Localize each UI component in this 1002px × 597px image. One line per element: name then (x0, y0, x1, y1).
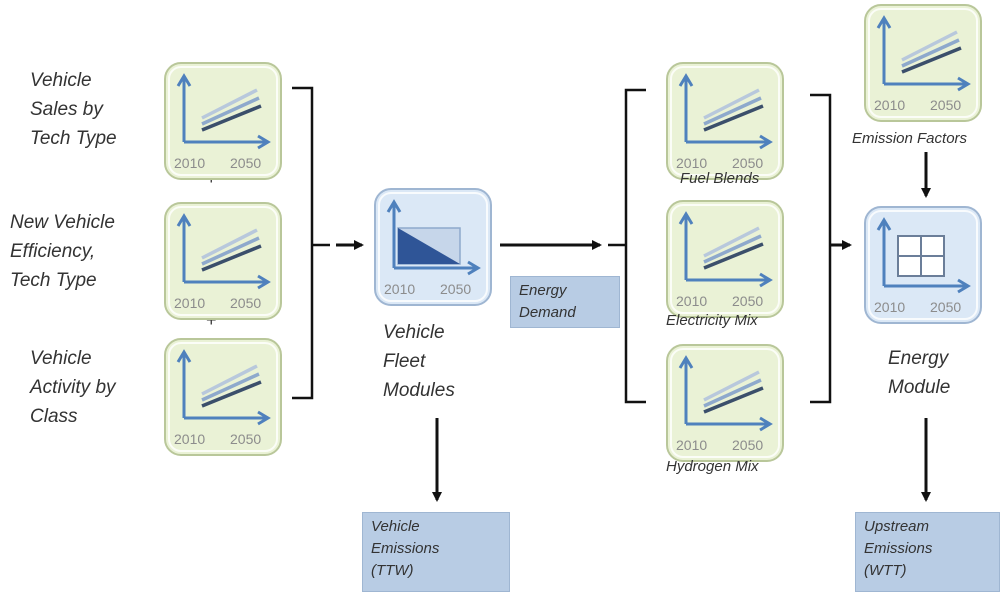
emission-factors-label: Emission Factors (852, 130, 968, 147)
line-chart-icon: 2010 2050 (164, 202, 282, 320)
text-line: (WTT) (864, 562, 907, 579)
year-end: 2050 (930, 299, 961, 315)
year-start: 2010 (676, 293, 707, 309)
chart-tile-electricity: 2010 2050 (664, 198, 786, 320)
year-start: 2010 (874, 97, 905, 113)
energy-module-label: Energy Module (888, 344, 950, 402)
year-start: 2010 (174, 431, 205, 447)
chart-tile-activity: 2010 2050 (162, 336, 284, 458)
fleet-module-tile: 2010 2050 (372, 186, 494, 308)
year-start: 2010 (174, 155, 205, 171)
line-chart-icon: 2010 2050 (864, 4, 982, 122)
text-line: Activity by (30, 377, 116, 398)
year-start: 2010 (676, 437, 707, 453)
text-line: Energy (519, 282, 567, 299)
chart-tile-fuel-blends: 2010 2050 (664, 60, 786, 182)
year-start: 2010 (384, 281, 415, 297)
text-line: Tech Type (10, 270, 97, 291)
text-line: Vehicle (383, 322, 445, 343)
year-end: 2050 (440, 281, 471, 297)
energy-demand-box: Energy Demand (510, 276, 620, 328)
text-line: Energy (888, 348, 949, 369)
line-chart-icon: 2010 2050 (666, 200, 784, 318)
text-line: Class (30, 406, 78, 427)
upstream-emissions-box: Upstream Emissions (WTT) (855, 512, 1000, 592)
input-label-efficiency: New Vehicle Efficiency, Tech Type (10, 208, 115, 295)
vehicle-emissions-box: Vehicle Emissions (TTW) (362, 512, 510, 592)
fuels-right-bracket (810, 93, 832, 404)
energy-module-tile: 2010 2050 (862, 204, 984, 326)
text-line: Tech Type (30, 128, 117, 149)
electricity-mix-label: Electricity Mix (666, 312, 758, 329)
line-chart-icon: 2010 2050 (666, 62, 784, 180)
text-line: (TTW) (371, 562, 414, 579)
line-chart-icon: 2010 2050 (666, 344, 784, 462)
line-chart-icon: 2010 2050 (164, 338, 282, 456)
text-line: Demand (519, 304, 576, 321)
fuels-left-bracket (624, 88, 646, 404)
chart-tile-hydrogen: 2010 2050 (664, 342, 786, 464)
text-line: New Vehicle (10, 212, 115, 233)
area-chart-icon: 2010 2050 (374, 188, 492, 306)
year-end: 2050 (230, 431, 261, 447)
fuel-blends-label: Fuel Blends (680, 170, 760, 187)
year-end: 2050 (230, 295, 261, 311)
year-start: 2010 (676, 155, 707, 171)
year-end: 2050 (732, 437, 763, 453)
year-start: 2010 (174, 295, 205, 311)
year-end: 2050 (732, 293, 763, 309)
chart-tile-efficiency: 2010 2050 (162, 200, 284, 322)
year-end: 2050 (930, 97, 961, 113)
text-line: Emissions (864, 540, 933, 557)
text-line: Vehicle (30, 70, 92, 91)
text-line: Modules (383, 380, 455, 401)
chart-tile-emission-factors: 2010 2050 (862, 2, 984, 124)
text-line: Fleet (383, 351, 426, 372)
year-end: 2050 (732, 155, 763, 171)
inputs-bracket (292, 86, 314, 400)
input-label-sales: Vehicle Sales by Tech Type (30, 66, 117, 153)
line-chart-icon: 2010 2050 (164, 62, 282, 180)
text-line: Efficiency, (10, 241, 96, 262)
chart-tile-sales: 2010 2050 (162, 60, 284, 182)
text-line: Vehicle (30, 348, 92, 369)
hydrogen-mix-label: Hydrogen Mix (666, 458, 759, 475)
text-line: Vehicle (371, 518, 420, 535)
input-label-activity: Vehicle Activity by Class (30, 344, 116, 431)
fleet-module-label: Vehicle Fleet Modules (383, 318, 455, 405)
year-start: 2010 (874, 299, 905, 315)
text-line: Sales by (30, 99, 103, 120)
text-line: Emissions (371, 540, 440, 557)
year-end: 2050 (230, 155, 261, 171)
grid-chart-icon: 2010 2050 (864, 206, 982, 324)
text-line: Module (888, 377, 951, 398)
text-line: Upstream (864, 518, 930, 535)
